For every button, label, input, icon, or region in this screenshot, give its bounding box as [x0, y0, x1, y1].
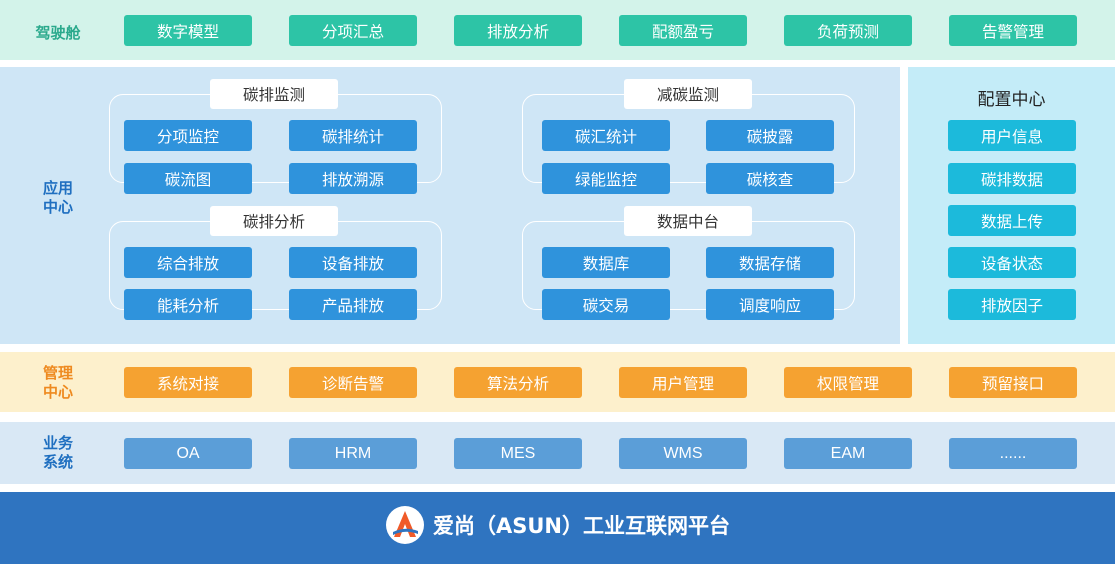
management-center-label-line2: 中心	[42, 383, 73, 401]
group-title-carbon-analysis: 碳排分析	[210, 206, 338, 236]
mgmt-item-reserved-interface[interactable]: 预留接口	[949, 367, 1077, 398]
group-title-carbon-monitoring: 碳排监测	[210, 79, 338, 109]
config-item-data-upload[interactable]: 数据上传	[948, 205, 1076, 236]
config-item-emission-data[interactable]: 碳排数据	[948, 163, 1076, 194]
app-item-sink-stats[interactable]: 碳汇统计	[542, 120, 670, 151]
application-center-label-line1: 应用	[42, 179, 73, 197]
cockpit-item-alarm-management[interactable]: 告警管理	[949, 15, 1077, 46]
application-center-label: 应用 中心	[28, 179, 88, 217]
mgmt-item-diagnostic-alarm[interactable]: 诊断告警	[289, 367, 417, 398]
cockpit-item-subitem-summary[interactable]: 分项汇总	[289, 15, 417, 46]
config-center-title: 配置中心	[977, 90, 1046, 110]
management-center-label: 管理 中心	[28, 364, 88, 402]
app-item-dispatch-response[interactable]: 调度响应	[706, 289, 834, 320]
mgmt-item-system-integration[interactable]: 系统对接	[124, 367, 252, 398]
app-item-database[interactable]: 数据库	[542, 247, 670, 278]
platform-title-row: 爱尚（ASUN）工业互联网平台	[0, 505, 1115, 545]
app-item-disclosure[interactable]: 碳披露	[706, 120, 834, 151]
app-item-emission-stats[interactable]: 碳排统计	[289, 120, 417, 151]
app-item-data-storage[interactable]: 数据存储	[706, 247, 834, 278]
config-item-device-status[interactable]: 设备状态	[948, 247, 1076, 278]
config-item-emission-factor[interactable]: 排放因子	[948, 289, 1076, 320]
biz-item-hrm[interactable]: HRM	[289, 438, 417, 469]
biz-item-mes[interactable]: MES	[454, 438, 582, 469]
cockpit-item-emission-analysis[interactable]: 排放分析	[454, 15, 582, 46]
app-item-equipment-emission[interactable]: 设备排放	[289, 247, 417, 278]
biz-item-eam[interactable]: EAM	[784, 438, 912, 469]
app-item-product-emission[interactable]: 产品排放	[289, 289, 417, 320]
cockpit-band: 驾驶舱 数字模型 分项汇总 排放分析 配额盈亏 负荷预测 告警管理	[0, 0, 1115, 60]
platform-title: 爱尚（ASUN）工业互联网平台	[432, 514, 730, 538]
biz-item-oa[interactable]: OA	[124, 438, 252, 469]
mgmt-item-user-management[interactable]: 用户管理	[619, 367, 747, 398]
mgmt-item-algorithm-analysis[interactable]: 算法分析	[454, 367, 582, 398]
business-systems-label: 业务 系统	[28, 434, 88, 472]
business-systems-band: 业务 系统 OA HRM MES WMS EAM ......	[0, 422, 1115, 484]
cockpit-item-digital-model[interactable]: 数字模型	[124, 15, 252, 46]
management-center-band: 管理 中心 系统对接 诊断告警 算法分析 用户管理 权限管理 预留接口	[0, 352, 1115, 412]
business-systems-label-line2: 系统	[42, 453, 73, 471]
application-center-band: 应用 中心 碳排监测 分项监控 碳排统计 碳流图 排放溯源 减碳监测 碳汇统计 …	[0, 67, 900, 344]
app-item-verification[interactable]: 碳核查	[706, 163, 834, 194]
app-item-comprehensive-emission[interactable]: 综合排放	[124, 247, 252, 278]
app-item-emission-trace[interactable]: 排放溯源	[289, 163, 417, 194]
config-item-user-info[interactable]: 用户信息	[948, 120, 1076, 151]
biz-item-more[interactable]: ......	[949, 438, 1077, 469]
cockpit-label: 驾驶舱	[35, 24, 81, 42]
cockpit-item-quota-balance[interactable]: 配额盈亏	[619, 15, 747, 46]
app-item-carbon-trading[interactable]: 碳交易	[542, 289, 670, 320]
application-center-label-line2: 中心	[42, 198, 73, 216]
business-systems-label-line1: 业务	[42, 434, 73, 452]
config-center-band: 配置中心 用户信息 碳排数据 数据上传 设备状态 排放因子	[908, 67, 1115, 344]
app-item-energy-analysis[interactable]: 能耗分析	[124, 289, 252, 320]
mgmt-item-permission-management[interactable]: 权限管理	[784, 367, 912, 398]
app-item-carbon-flow[interactable]: 碳流图	[124, 163, 252, 194]
management-center-label-line1: 管理	[42, 364, 73, 382]
biz-item-wms[interactable]: WMS	[619, 438, 747, 469]
group-title-reduction-monitoring: 减碳监测	[624, 79, 752, 109]
asun-logo-icon	[385, 506, 424, 544]
group-title-data-platform: 数据中台	[624, 206, 752, 236]
cockpit-item-load-forecast[interactable]: 负荷预测	[784, 15, 912, 46]
platform-band	[0, 492, 1115, 564]
app-item-subitem-monitor[interactable]: 分项监控	[124, 120, 252, 151]
app-item-green-energy[interactable]: 绿能监控	[542, 163, 670, 194]
